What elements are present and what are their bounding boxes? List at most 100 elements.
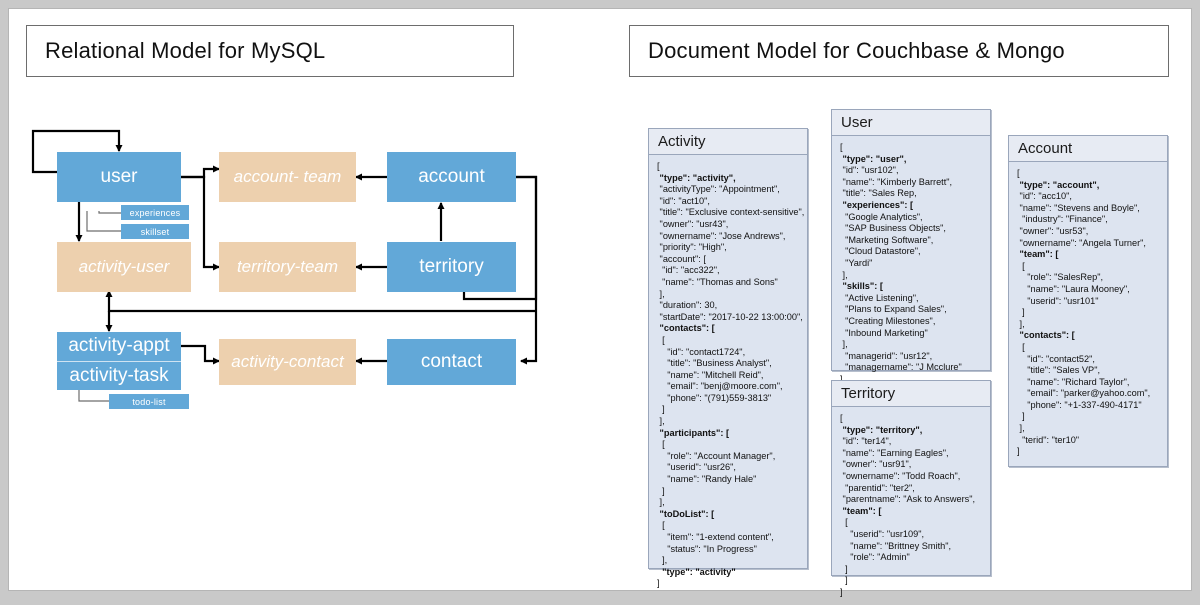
json-line: "priority": "High", [657, 242, 727, 253]
json-line: "parentname": "Ask to Answers", [840, 494, 976, 505]
entity-activity-user-label: activity-user [78, 256, 170, 276]
json-line: "email": "parker@yahoo.com", [1017, 388, 1151, 399]
left-panel-title-text: Relational Model for MySQL [45, 38, 326, 63]
json-line: "role": "Account Manager", [657, 450, 776, 461]
json-line: ], [1017, 318, 1025, 329]
child-table-todo-list[interactable]: todo-list [109, 394, 189, 409]
entity-activity-user[interactable]: activity-user [57, 242, 191, 292]
json-line: "activityType": "Appointment", [657, 184, 780, 195]
entity-activity-appt-task[interactable]: activity-appt activity-task [57, 332, 181, 390]
json-line: "type": "activity", [657, 172, 736, 183]
json-line: "type": "account", [1017, 179, 1100, 190]
document-panel-account[interactable]: Account [ "type": "account", "id": "acc1… [1008, 135, 1168, 467]
json-line: "userid": "usr109", [840, 528, 925, 539]
json-line: "userid": "usr101" [1017, 295, 1099, 306]
json-line: "Yardi" [840, 257, 873, 268]
json-line: "owner": "usr53", [1017, 225, 1089, 236]
entity-contact[interactable]: contact [387, 339, 516, 385]
json-line: "id": "ter14", [840, 436, 892, 447]
entity-activity-appt[interactable]: activity-appt [57, 332, 181, 361]
entity-territory-label: territory [419, 255, 484, 277]
json-line: "parentid": "ter2", [840, 482, 915, 493]
entity-contact-label: contact [420, 350, 483, 372]
json-line: "name": "Randy Hale" [657, 474, 757, 485]
json-line: "duration": 30, [657, 300, 718, 311]
relationship-connectors [31, 129, 538, 402]
json-line: "title": "Business Analyst", [657, 358, 772, 369]
json-line: ] [657, 485, 665, 496]
json-line: [ [1017, 341, 1025, 352]
json-line: "name": "Brittney Smith", [840, 540, 952, 551]
json-line: "status": "In Progress" [657, 543, 757, 554]
json-line: "name": "Thomas and Sons" [657, 276, 778, 287]
json-line: [ [657, 161, 660, 171]
entity-account-team[interactable]: account- team [219, 152, 356, 202]
entity-territory-team[interactable]: territory-team [219, 242, 356, 292]
json-line: "Plans to Expand Sales", [840, 304, 947, 315]
document-panel-activity[interactable]: Activity [ "type": "activity", "activity… [648, 128, 808, 588]
entity-activity-task[interactable]: activity-task [57, 361, 181, 390]
json-line: "toDoList": [ [657, 508, 715, 519]
entity-territory-team-label: territory-team [236, 256, 339, 276]
left-panel-title: Relational Model for MySQL [26, 25, 514, 77]
json-line: "account": [ [657, 253, 706, 264]
json-line: "type": "activity" [657, 566, 736, 577]
json-line: "phone": "+1-337-490-4171" [1017, 399, 1142, 410]
json-line: [ [657, 439, 665, 450]
document-panel-activity-header: Activity [649, 129, 807, 155]
json-line: [ [840, 517, 848, 528]
json-line: "name": "Earning Eagles", [840, 447, 949, 458]
document-panel-territory[interactable]: Territory [ "type": "territory", "id": "… [831, 380, 991, 597]
json-line: "contacts": [ [657, 323, 715, 334]
json-line: "title": "Sales Rep, [840, 188, 917, 199]
json-line: "type": "user", [840, 153, 907, 164]
json-line: "managerid": "usr12", [840, 350, 933, 361]
child-table-experiences[interactable]: experiences [121, 205, 189, 220]
right-panel-title-text: Document Model for Couchbase & Mongo [648, 38, 1065, 63]
json-line: "team": [ [1017, 249, 1059, 260]
json-line: "id": "acc10", [1017, 191, 1072, 202]
entity-territory[interactable]: territory [387, 242, 516, 292]
json-line: "contacts": [ [1017, 330, 1075, 341]
document-panel-account-title: Account [1018, 140, 1073, 157]
json-line: "Google Analytics", [840, 211, 923, 222]
child-table-skillset[interactable]: skillset [121, 224, 189, 239]
json-line: ], [840, 269, 848, 280]
relational-model-diagram: user experiences skillset account- team … [9, 9, 609, 592]
entity-account-team-label: account- team [233, 166, 342, 186]
json-line: "ownername": "Todd Roach", [840, 470, 961, 481]
json-line: [ [840, 413, 843, 423]
child-table-experiences-label: experiences [129, 207, 181, 218]
json-line: ] [840, 563, 848, 574]
document-panel-activity-json: [ "type": "activity", "activityType": "A… [649, 155, 807, 596]
json-line: "startDate": "2017-10-22 13:00:00", [657, 311, 803, 322]
document-panel-user-header: User [832, 110, 990, 136]
json-line: [ [657, 520, 665, 531]
json-line: ] [1017, 411, 1025, 422]
child-table-skillset-label: skillset [140, 226, 170, 237]
json-line: ] [657, 404, 665, 415]
json-line: "Active Listening", [840, 292, 919, 303]
entity-activity-contact-label: activity-contact [231, 351, 344, 371]
entity-activity-appt-label: activity-appt [68, 335, 170, 357]
document-panel-territory-json: [ "type": "territory", "id": "ter14", "n… [832, 407, 990, 605]
entity-user-label: user [100, 165, 138, 187]
json-line: "title": "Exclusive context-sensitive", [657, 207, 805, 218]
entity-account[interactable]: account [387, 152, 516, 202]
entity-activity-contact[interactable]: activity-contact [219, 339, 356, 385]
json-line: "ownername": "Jose Andrews", [657, 230, 786, 241]
json-line: "skills": [ [840, 281, 883, 292]
json-line: ] [1017, 307, 1025, 318]
json-line: ], [657, 555, 668, 566]
document-panel-user-title: User [841, 114, 873, 131]
entity-user[interactable]: user [57, 152, 181, 202]
document-panel-user-json: [ "type": "user", "id": "usr102", "name"… [832, 136, 990, 391]
json-line: ] [657, 578, 660, 589]
json-line: ], [657, 416, 665, 427]
entity-activity-task-label: activity-task [69, 364, 169, 386]
json-line: "name": "Laura Mooney", [1017, 283, 1130, 294]
document-panel-user[interactable]: User [ "type": "user", "id": "usr102", "… [831, 109, 991, 384]
json-line: "title": "Sales VP", [1017, 365, 1101, 376]
json-line: "id": "act10", [657, 195, 710, 206]
json-line: "owner": "usr43", [657, 218, 729, 229]
